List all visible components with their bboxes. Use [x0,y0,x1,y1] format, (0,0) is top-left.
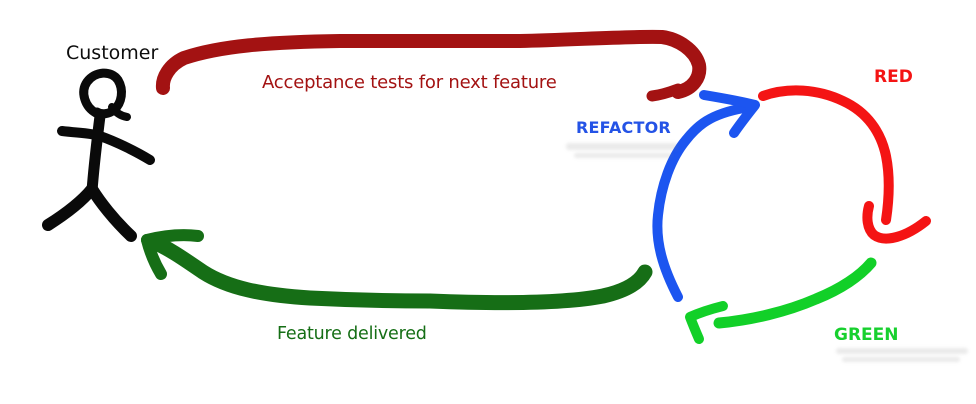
refactor-label: REFACTOR [576,118,671,137]
customer-label: Customer [66,42,159,64]
refactor-arrowhead [699,90,760,138]
stick-figure-right-leg [86,183,137,242]
green-arc-stroke [713,257,877,329]
acceptance-arrow-shaft [155,29,707,99]
green-label: GREEN [834,325,899,345]
stick-figure-left-leg [42,183,98,231]
stick-figure-body [86,110,106,197]
smudge-artifact [842,357,960,362]
stick-figure-arms [57,126,155,165]
customer-stick-figure [42,68,155,242]
smudge-artifact [566,143,678,150]
feature-arrow-shaft [144,233,653,311]
feature-arrowhead-bottom-barb [141,234,167,280]
red-label: RED [874,67,913,87]
feature-delivered-label: Feature delivered [277,324,427,344]
acceptance-arrowhead-barb [646,83,684,102]
smudge-artifact [836,348,968,354]
refactor-arc [652,90,760,302]
acceptance-tests-label: Acceptance tests for next feature [262,72,557,93]
feature-arrowhead-top-barb [141,229,204,246]
acceptance-tests-arrow [155,29,707,102]
refactor-arc-stroke [652,103,749,302]
stick-figure-head-tail [108,103,131,121]
green-arrowhead [685,301,728,344]
stick-figure-head [79,68,126,119]
feature-delivered-arrow [141,229,653,311]
red-arc [758,85,931,244]
red-arc-stroke [758,85,894,225]
red-arrowhead-hook [862,201,931,244]
green-arc [685,257,877,344]
smudge-artifact [574,153,672,158]
